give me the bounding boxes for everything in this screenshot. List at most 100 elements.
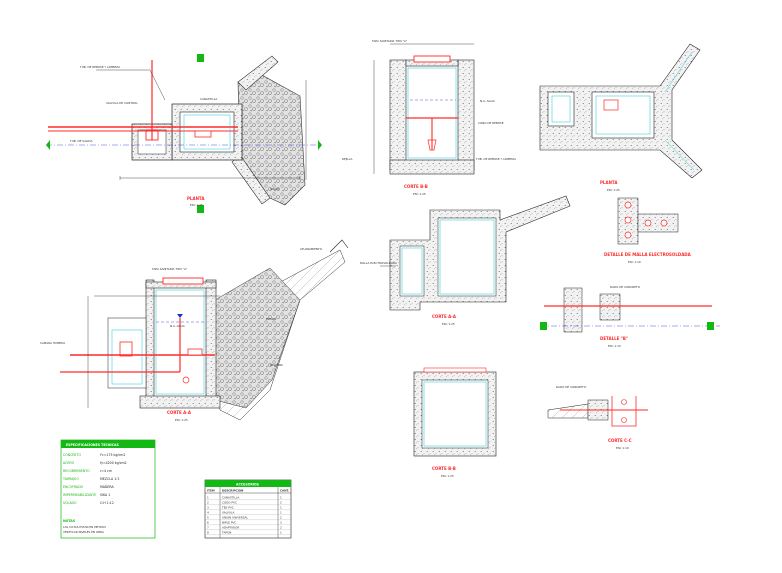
acc-row-cell: TEE PVC	[221, 506, 234, 510]
specs-row-key: CONCRETO	[63, 453, 82, 457]
cut-marker-b-bottom	[197, 205, 204, 213]
acc-row-cell: 2	[280, 501, 282, 505]
scale-detalle-c: ESC 1:10	[616, 446, 629, 450]
basket-strainer	[194, 130, 212, 138]
corte-bb2-view: CORTE B-B ESC 1:25	[413, 367, 497, 478]
aa2-chamber	[437, 217, 497, 297]
acc-row-cell: 2	[280, 526, 282, 530]
scale-corte-bb2: ESC 1:25	[441, 474, 454, 478]
detb-block	[599, 293, 621, 321]
bb-label-water: N.A. AGUA	[480, 99, 495, 103]
label-water: N.A. AGUA	[170, 324, 185, 328]
rebar-valve-box	[111, 329, 143, 385]
corte-aa-view: TAPA SANITARIA TIPO "A" N.A. AGUA PIEDRA…	[40, 239, 349, 422]
aa2-rebar	[439, 219, 495, 295]
acc-row-cell: CODO PVC	[222, 501, 237, 505]
bb2-cover	[423, 367, 487, 373]
scale-detalle-a: ESC 1:10	[628, 260, 641, 264]
acc-row-cell: 1	[280, 531, 282, 535]
label-overflow: TUB. DE REBOSE Y LIMPIEZA	[79, 65, 120, 69]
bb-cone	[427, 139, 437, 151]
callout-a	[182, 376, 190, 384]
label-gravel: GRAVA	[270, 187, 279, 191]
specs-row-value: MEZCLA 1:3	[100, 477, 119, 481]
acc-row-cell: ADAPTADOR	[222, 526, 239, 530]
acc-row-cell: 3	[280, 521, 282, 525]
label-spring: AFLORAMIENTO	[300, 247, 323, 251]
cut-arrow-right	[318, 140, 322, 150]
label-stone: PIEDRA	[266, 317, 276, 321]
bb-cover	[413, 55, 451, 63]
acc-row-cell: 2	[207, 501, 209, 505]
bb-wall-left	[389, 59, 407, 171]
acc-header-cell: DESCRIPCION	[222, 489, 244, 493]
acc-header-cell: CANT.	[280, 489, 289, 493]
cut-arrow-left	[46, 140, 50, 150]
specs-row-key: IMPERMEABILIZANTE	[63, 493, 96, 497]
acc-row-cell: 2	[280, 516, 282, 520]
specs-note: LAS COTAS ESTAN EN METROS	[63, 525, 106, 529]
title-planta2: PLANTA	[600, 180, 618, 185]
valve-box-section	[107, 317, 147, 389]
acc-row-cell: 1	[280, 506, 282, 510]
acc-title-bar	[205, 480, 291, 487]
specs-row-value: r=4 cm	[100, 469, 112, 473]
detc-bracket	[611, 396, 637, 427]
base-slab	[139, 395, 221, 409]
rebar-chamber	[155, 289, 205, 395]
specs-frame	[60, 439, 156, 539]
acc-row-cell: 1	[280, 511, 282, 515]
detalle-mesh-view: DETALLE DE MALLA ELECTROSOLDADA ESC 1:10	[604, 197, 692, 264]
label-fill: RELLENO	[270, 363, 284, 367]
specs-header-bar	[61, 440, 155, 448]
planta-secondary-view: PLANTA ESC 1:25	[539, 43, 703, 192]
title-detalle-c: CORTE C-C	[608, 438, 632, 443]
scale-planta-main: ESC 1:25	[190, 203, 203, 207]
planta-main-view: TUB. DE REBOSE Y LIMPIEZA VALVULA DE CON…	[46, 54, 322, 213]
detb-wall	[563, 287, 583, 333]
bb-label-grid: REJILLA	[342, 157, 353, 161]
acc-row-cell: VALVULA	[222, 511, 234, 515]
acc-row-cell: 4	[207, 511, 209, 515]
acc-row-cell: 6	[207, 521, 209, 525]
specs-row-value: f'c=175 kg/cm2	[100, 453, 125, 457]
specs-title: ESPECIFICACIONES TECNICAS	[66, 443, 120, 447]
aa2-label-malla: MALLA ELECTROSOLDADA	[360, 261, 397, 265]
bb2-rebar	[423, 381, 487, 447]
specs-row-key: ENCOFRADO	[63, 485, 84, 489]
acc-row-cell: CANASTILLA	[222, 496, 239, 500]
title-detalle-b: DETALLE "B"	[600, 336, 628, 341]
specs-note: VERIFICAR NIVELES EN OBRA	[63, 530, 104, 534]
specs-row-key: ACERO	[63, 461, 75, 465]
specs-row-key: TARRAJEO	[62, 477, 79, 481]
bb-base	[389, 159, 475, 175]
bb-wall-right	[457, 59, 475, 171]
detalle-c-view: DADO DE CONCRETO CORTE C-C ESC 1:10	[547, 385, 648, 450]
gravel-fill	[237, 73, 306, 206]
bb-label-cone: CONO DE REBOSE	[478, 121, 504, 125]
acc-row-cell: 1	[207, 496, 209, 500]
title-detalle-a: DETALLE DE MALLA ELECTROSOLDADA	[604, 252, 692, 257]
label-outlet: TUB. DE SALIDA	[69, 139, 92, 143]
acc-row-cell: TAPON	[221, 531, 231, 535]
plan2-cover	[603, 99, 619, 111]
label-basket: CANASTILLA	[200, 97, 217, 101]
section-basket	[187, 348, 203, 356]
slope-edge	[329, 239, 349, 253]
wall-right	[205, 279, 217, 401]
label-cover: TAPA SANITARIA TIPO "A"	[151, 267, 188, 271]
acc-row-cell: 1	[280, 496, 282, 500]
specs-row-value: MADERA	[100, 485, 114, 489]
manhole-cover	[162, 277, 204, 285]
plan2-rebar	[595, 95, 651, 135]
acc-row-cell: 7	[207, 526, 209, 530]
detalle-b-view: DADO DE CONCRETO DETALLE "B" ESC 1:10	[540, 285, 720, 348]
title-corte-aa: CORTE A-A	[167, 410, 192, 415]
bb-label-drain: TUB. DE REBOSE Y LIMPIEZA	[475, 157, 516, 161]
acc-frame	[204, 479, 292, 539]
wall-left	[145, 279, 155, 401]
title-corte-aa2: CORTE A-A	[432, 314, 457, 319]
